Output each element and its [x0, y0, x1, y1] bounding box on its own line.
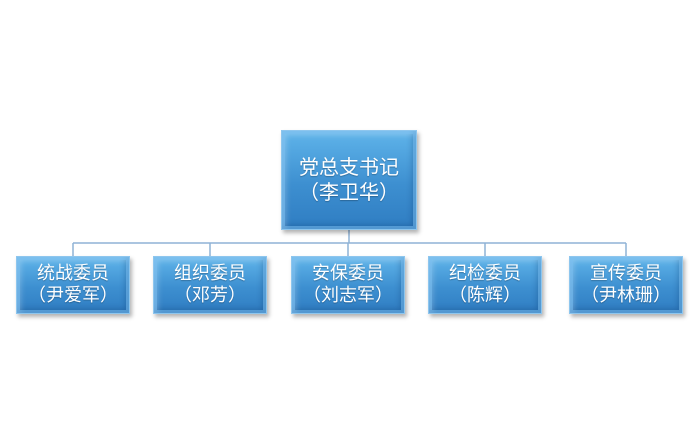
root-node-party-secretary: 党总支书记 （李卫华） [281, 130, 417, 230]
child-node-person: （尹林珊） [581, 285, 671, 306]
child-node-title: 纪检委员 [449, 262, 521, 284]
child-node-organization: 组织委员 （邓芳） [153, 256, 267, 314]
root-node-person: （李卫华） [299, 180, 399, 204]
child-node-person: （尹爱军） [28, 285, 118, 306]
child-node-person: （陈辉） [449, 285, 521, 306]
child-node-discipline: 纪检委员 （陈辉） [428, 256, 542, 314]
child-node-title: 组织委员 [174, 262, 246, 284]
child-node-person: （邓芳） [174, 285, 246, 306]
child-node-title: 安保委员 [312, 262, 384, 284]
child-node-person: （刘志军） [303, 285, 393, 306]
child-node-title: 统战委员 [37, 262, 109, 284]
child-node-title: 宣传委员 [590, 262, 662, 284]
child-node-security: 安保委员 （刘志军） [291, 256, 405, 314]
child-node-united-front: 统战委员 （尹爱军） [16, 256, 130, 314]
child-node-publicity: 宣传委员 （尹林珊） [569, 256, 683, 314]
root-node-title: 党总支书记 [299, 155, 399, 179]
